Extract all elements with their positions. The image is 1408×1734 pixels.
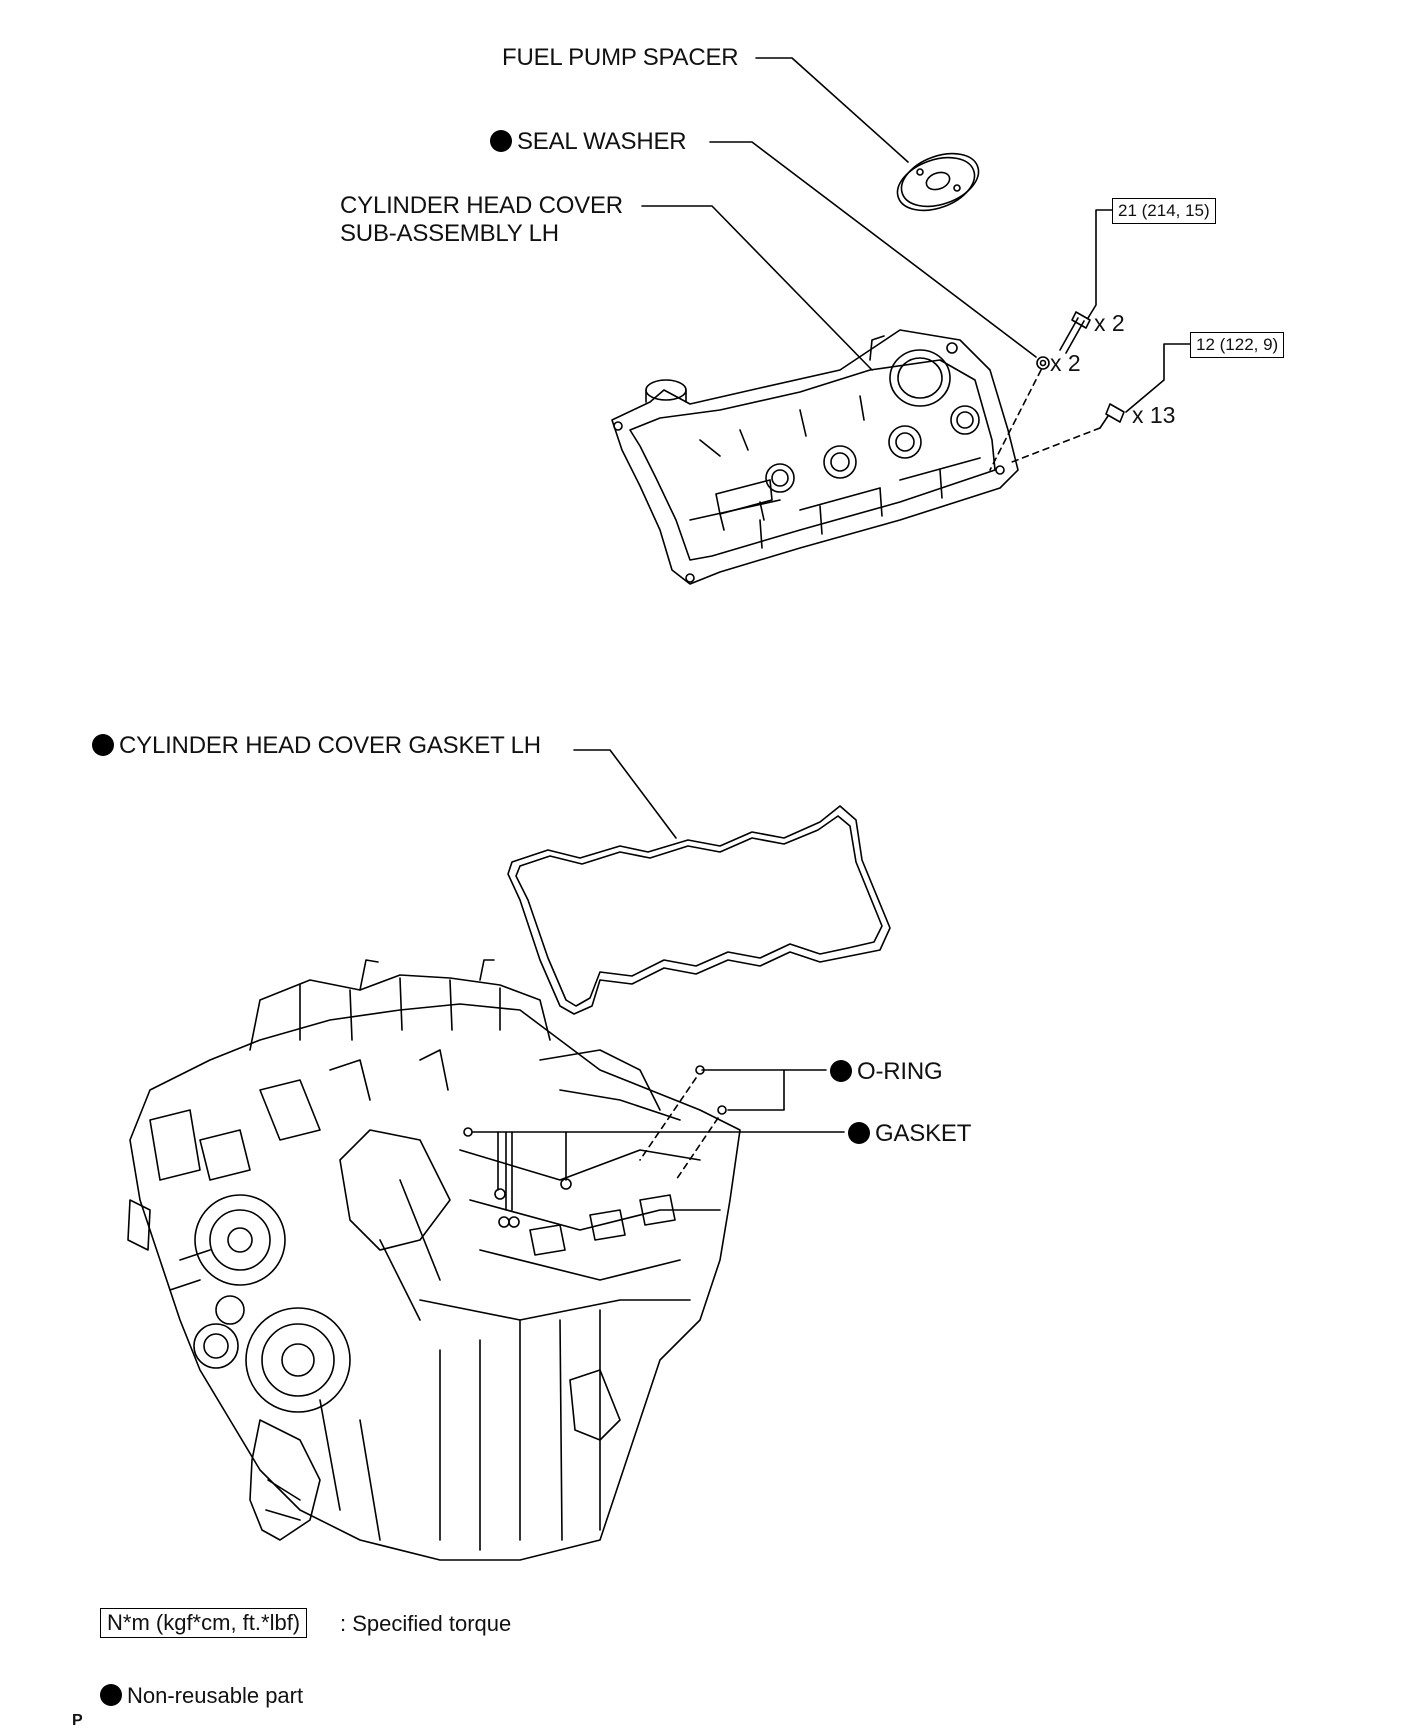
leader-cylinder-head-cover xyxy=(641,205,873,371)
non-reusable-icon xyxy=(490,130,512,152)
page-mark: P xyxy=(72,1712,83,1729)
cylinder-head-cover-part xyxy=(611,329,1019,585)
cylinder-head-cover-gasket-part xyxy=(507,805,891,1015)
fuel-pump-spacer-part xyxy=(896,152,980,212)
leader-fuel-pump-spacer xyxy=(755,57,909,163)
torque-box-12: 12 (122, 9) xyxy=(1190,332,1285,358)
torque-box-21: 21 (214, 15) xyxy=(1112,198,1216,224)
seal-washer-part xyxy=(1036,356,1050,370)
leader-torque-a xyxy=(1087,209,1113,319)
leader-seal-washer xyxy=(709,141,1037,358)
label-cylinder-head-cover-gasket: CYLINDER HEAD COVER GASKET LH xyxy=(92,732,541,760)
gasket-marker xyxy=(463,1127,473,1137)
leader-o-ring xyxy=(727,1069,827,1111)
label-cylinder-head-cover: CYLINDER HEAD COVER SUB-ASSEMBLY LH xyxy=(340,192,623,248)
o-ring-marker-2 xyxy=(717,1105,727,1115)
label-cylinder-head-cover-line2: SUB-ASSEMBLY LH xyxy=(340,220,559,247)
install-line-washer xyxy=(989,369,1042,471)
flange-bolt-part xyxy=(1099,403,1125,429)
leader-torque-b xyxy=(1125,343,1191,413)
washer-quantity: x 2 xyxy=(1050,350,1081,376)
non-reusable-icon xyxy=(92,734,114,756)
install-line-bolt xyxy=(1011,427,1101,463)
label-seal-washer: SEAL WASHER xyxy=(490,128,687,156)
non-reusable-icon xyxy=(830,1060,852,1082)
engine-block-part xyxy=(127,959,741,1561)
legend-non-reusable: Non-reusable part xyxy=(100,1682,303,1710)
legend-torque-box: N*m (kgf*cm, ft.*lbf) xyxy=(100,1608,308,1638)
label-gasket: GASKET xyxy=(848,1120,971,1148)
o-ring-marker-1 xyxy=(695,1065,705,1075)
label-fuel-pump-spacer: FUEL PUMP SPACER xyxy=(502,44,739,71)
leader-gasket-lh xyxy=(573,749,677,839)
non-reusable-icon xyxy=(100,1684,122,1706)
bolt-quantity: x 13 xyxy=(1132,402,1176,428)
stud-bolt-part xyxy=(1059,311,1091,354)
label-o-ring: O-RING xyxy=(830,1058,943,1086)
label-cylinder-head-cover-line1: CYLINDER HEAD COVER xyxy=(340,192,623,219)
non-reusable-icon xyxy=(848,1122,870,1144)
stud-quantity: x 2 xyxy=(1094,310,1125,336)
legend-torque-description: : Specified torque xyxy=(340,1611,512,1636)
